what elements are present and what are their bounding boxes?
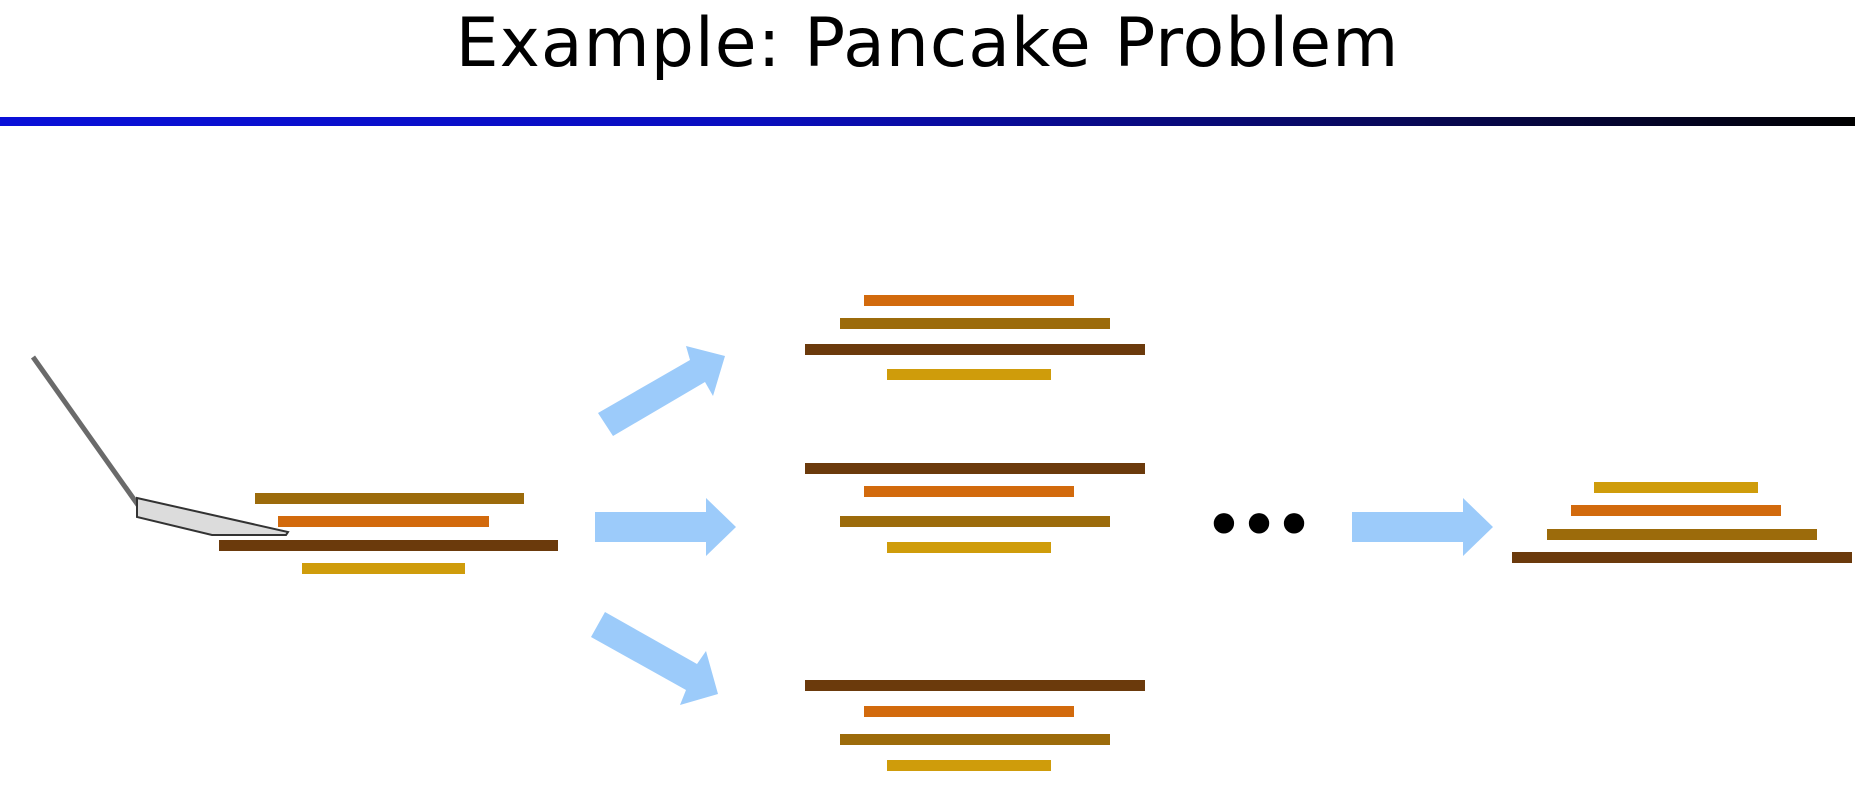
successor-stack-middle (805, 463, 1145, 553)
spatula-blade (136, 496, 290, 536)
pancake (840, 318, 1110, 329)
pancake (840, 516, 1110, 527)
pancake (255, 493, 524, 504)
pancake (805, 344, 1145, 355)
spatula-icon (30, 355, 290, 536)
slide-title: Example: Pancake Problem (455, 4, 1400, 83)
pancake (278, 516, 489, 527)
pancake (1547, 529, 1817, 540)
pancake (887, 369, 1051, 380)
arrow-icon (591, 612, 718, 705)
arrow-down-right (591, 612, 718, 705)
pancake (219, 540, 558, 551)
pancake (805, 463, 1145, 474)
goal-stack (1512, 482, 1852, 563)
arrow-icon (598, 346, 725, 436)
arrow-to-goal (1352, 498, 1493, 556)
pancake (1571, 505, 1781, 516)
pancake (887, 542, 1051, 553)
ellipsis: ••• (1205, 491, 1310, 559)
spatula-handle (30, 355, 141, 507)
pancake (840, 734, 1110, 745)
arrow-up-right (598, 346, 725, 436)
pancake (864, 706, 1074, 717)
arrow-icon (595, 498, 736, 556)
pancake (864, 486, 1074, 497)
pancake (805, 680, 1145, 691)
title-rule (0, 117, 1855, 126)
pancake (887, 760, 1051, 771)
start-stack (219, 493, 558, 574)
pancake (302, 563, 465, 574)
pancake (864, 295, 1074, 306)
pancake (1594, 482, 1758, 493)
pancake (1512, 552, 1852, 563)
arrow-icon (1352, 498, 1493, 556)
successor-stack-top (805, 295, 1145, 380)
arrow-right (595, 498, 736, 556)
successor-stack-bottom (805, 680, 1145, 771)
